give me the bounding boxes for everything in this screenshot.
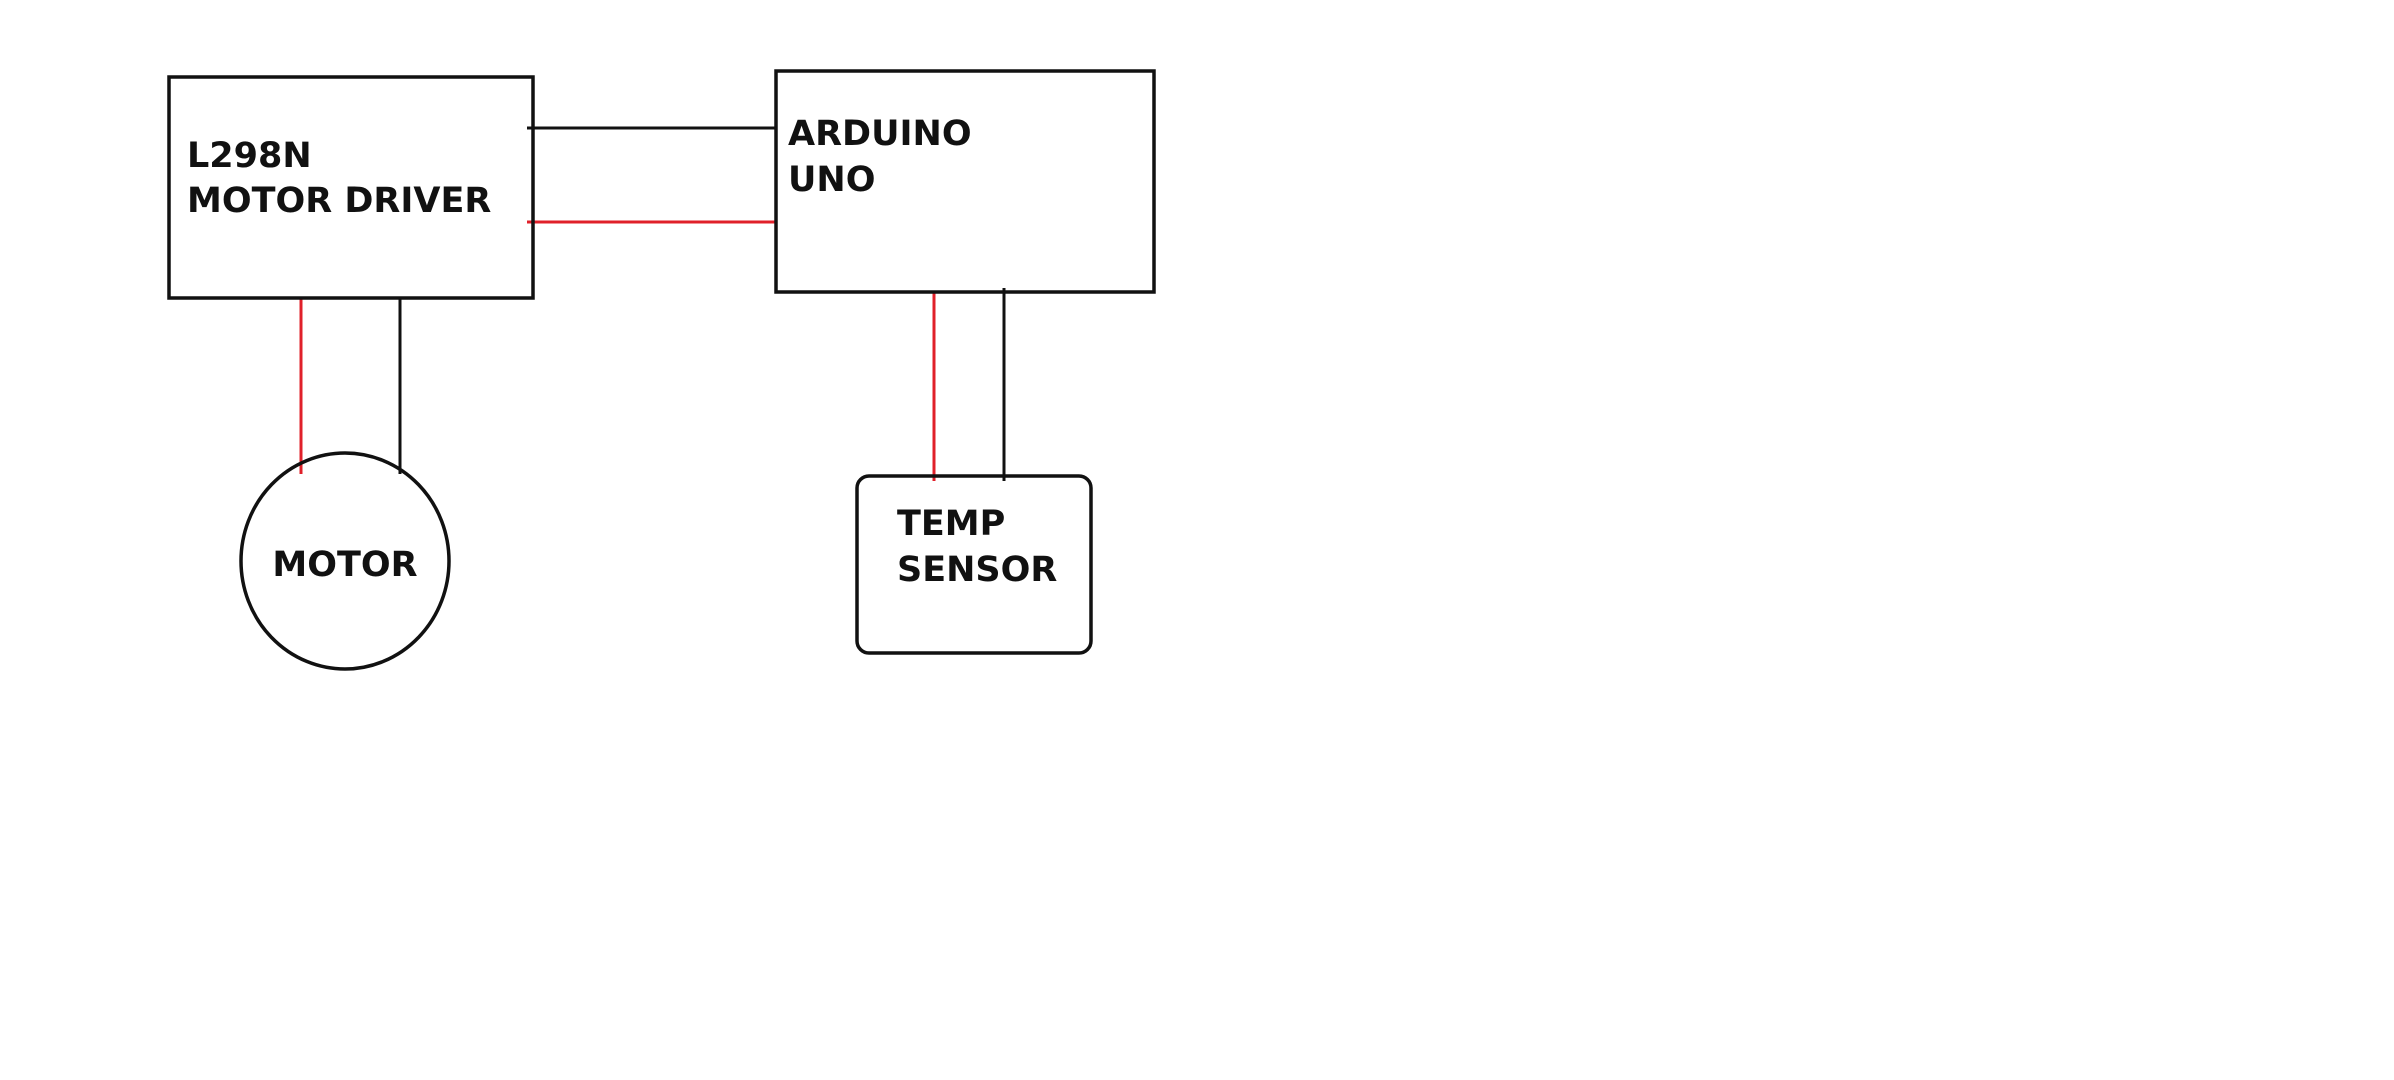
arduino-block: ARDUINO UNO <box>774 69 1156 294</box>
motor-driver-label-line1: L298N <box>187 136 312 176</box>
temp-sensor-label-line2: SENSOR <box>897 550 1057 590</box>
arduino-label-line2: UNO <box>788 160 875 200</box>
motor-block: MOTOR <box>239 451 451 671</box>
motor-driver-label-line2: MOTOR DRIVER <box>187 181 491 221</box>
temp-sensor-label-line1: TEMP <box>897 504 1005 544</box>
arduino-label-line1: ARDUINO <box>788 114 972 154</box>
temp-sensor-block: TEMP SENSOR <box>855 474 1093 655</box>
motor-driver-block: L298N MOTOR DRIVER <box>167 75 535 300</box>
motor-label: MOTOR <box>272 545 417 585</box>
